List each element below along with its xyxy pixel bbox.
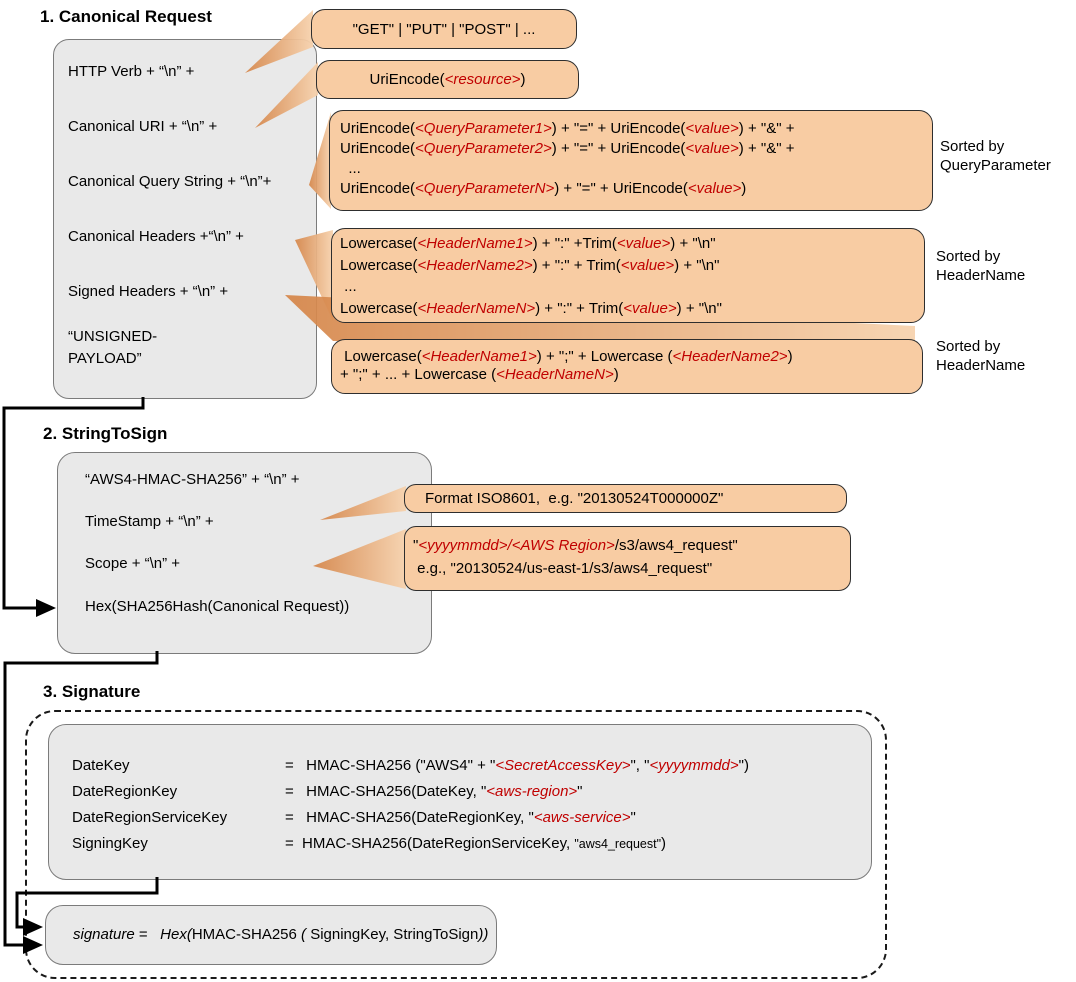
panel1-line-unsigned-payload: “UNSIGNED- PAYLOAD” <box>68 328 158 367</box>
signature-formula: signature = Hex(HMAC-SHA256 ( SigningKey… <box>73 925 489 943</box>
callout-canonical-headers: Lowercase(<HeaderName1>) + ":" +Trim(<va… <box>331 228 925 323</box>
query-line: UriEncode(<QueryParameter1>) + "=" + Uri… <box>340 120 795 137</box>
arrowhead-stringtosign <box>36 599 56 617</box>
panel2-line-scope: Scope + “\n” + <box>85 555 181 572</box>
section1-title: 1. Canonical Request <box>40 7 212 26</box>
key-row-dateregionkey: DateRegionKey = HMAC-SHA256(DateKey, "<aw… <box>72 779 749 805</box>
key-name: SigningKey <box>72 835 148 852</box>
header-line: Lowercase(<HeaderName1>) + ":" +Trim(<va… <box>340 235 716 252</box>
panel2-line-algorithm: “AWS4-HMAC-SHA256” + “\n” + <box>85 471 300 488</box>
header-line: Lowercase(<HeaderName2>) + ":" + Trim(<v… <box>340 256 720 274</box>
key-row-signingkey: SigningKey = HMAC-SHA256(DateRegionService… <box>72 831 749 857</box>
query-line: UriEncode(<QueryParameter2>) + "=" + Uri… <box>340 140 795 157</box>
scope-example-line: e.g., "20130524/us-east-1/s3/aws4_reques… <box>413 560 713 577</box>
callout-http-verb: "GET" | "PUT" | "POST" | ... <box>311 9 577 49</box>
callout-iso8601-text: Format ISO8601, e.g. "20130524T000000Z" <box>425 490 724 507</box>
header-line: ... <box>340 278 357 295</box>
section2-title: 2. StringToSign <box>43 424 168 443</box>
section3-title: 3. Signature <box>43 682 141 701</box>
note-sorted-by-headername-1: Sorted by HeaderName <box>936 248 1026 284</box>
equals-sign: = <box>285 757 294 774</box>
panel1-line-http-verb: HTTP Verb + “\n” + <box>68 63 195 80</box>
callout-query-parameters: UriEncode(<QueryParameter1>) + "=" + Uri… <box>329 110 933 211</box>
key-name: DateRegionKey <box>72 783 178 800</box>
key-formula: HMAC-SHA256(DateRegionKey, "<aws-service… <box>302 809 636 826</box>
panel1-line-canonical-uri: Canonical URI + “\n” + <box>68 118 218 135</box>
signature-result: signature = Hex(HMAC-SHA256 ( SigningKey… <box>45 905 495 963</box>
scope-format-line: "<yyyymmdd>/<AWS Region>/s3/aws4_request… <box>413 537 738 554</box>
key-name: DateKey <box>72 757 130 774</box>
panel1-line-signed-headers: Signed Headers + “\n” + <box>68 283 229 300</box>
note-sorted-by-queryparameter: Sorted by QueryParameter <box>940 138 1051 174</box>
callout-uri-encode-text: UriEncode(<resource>) <box>369 71 526 88</box>
key-name: DateRegionServiceKey <box>72 809 228 826</box>
panel1-line-query-string: Canonical Query String + “\n”+ <box>68 173 272 190</box>
query-line: ... <box>340 160 361 177</box>
signed-header-line: + ";" + ... + Lowercase (<HeaderNameN>) <box>340 366 619 383</box>
equals-sign: = <box>285 783 294 800</box>
panel2-line-timestamp: TimeStamp + “\n” + <box>85 513 214 530</box>
callout-http-verb-text: "GET" | "PUT" | "POST" | ... <box>352 20 536 38</box>
equals-sign: = <box>285 835 294 852</box>
signed-header-line: Lowercase(<HeaderName1>) + ";" + Lowerca… <box>340 348 793 365</box>
key-formula: HMAC-SHA256 ("AWS4" + "<SecretAccessKey>… <box>302 757 749 774</box>
panel2-line-hash: Hex(SHA256Hash(Canonical Request)) <box>85 598 350 615</box>
header-line: Lowercase(<HeaderNameN>) + ":" + Trim(<v… <box>340 299 722 317</box>
callout-uri-encode: UriEncode(<resource>) <box>316 60 579 99</box>
key-row-dateregionservicekey: DateRegionServiceKey = HMAC-SHA256(DateRe… <box>72 805 749 831</box>
signing-key-derivation: DateKey = HMAC-SHA256 ("AWS4" + "<SecretA… <box>72 753 749 857</box>
equals-sign: = <box>285 809 294 826</box>
key-row-datekey: DateKey = HMAC-SHA256 ("AWS4" + "<SecretA… <box>72 753 749 779</box>
callout-iso8601-format: Format ISO8601, e.g. "20130524T000000Z" <box>404 484 847 513</box>
query-line: UriEncode(<QueryParameterN>) + "=" + Uri… <box>340 180 747 197</box>
panel1-line-canonical-headers: Canonical Headers +“\n” + <box>68 228 244 245</box>
callout-signed-headers: Lowercase(<HeaderName1>) + ";" + Lowerca… <box>331 339 923 394</box>
signing-key-panel <box>48 724 872 880</box>
key-formula: HMAC-SHA256(DateRegionServiceKey, "aws4_… <box>302 835 667 852</box>
key-formula: HMAC-SHA256(DateKey, "<aws-region>" <box>302 783 583 800</box>
note-sorted-by-headername-2: Sorted by HeaderName <box>936 338 1026 374</box>
callout-scope-format: "<yyyymmdd>/<AWS Region>/s3/aws4_request… <box>404 526 851 591</box>
